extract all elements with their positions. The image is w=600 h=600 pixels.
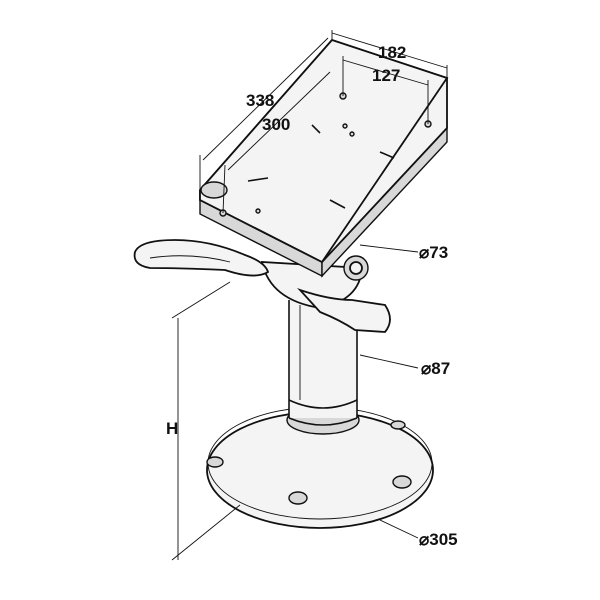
dim-338: 338 (246, 91, 274, 110)
dim-127: 127 (372, 66, 400, 85)
swivel-mechanism (133, 239, 391, 333)
dim-182: 182 (378, 43, 406, 62)
dim-height: H (166, 419, 178, 438)
dimension-lines (171, 30, 448, 561)
base-plate (206, 406, 434, 529)
dim-base-diameter: ⌀305 (419, 530, 458, 549)
seat-mounting-plate (199, 38, 449, 278)
dim-swivel-diameter: ⌀73 (419, 243, 448, 262)
dim-column-diameter: ⌀87 (421, 359, 450, 378)
dim-300: 300 (262, 115, 290, 134)
